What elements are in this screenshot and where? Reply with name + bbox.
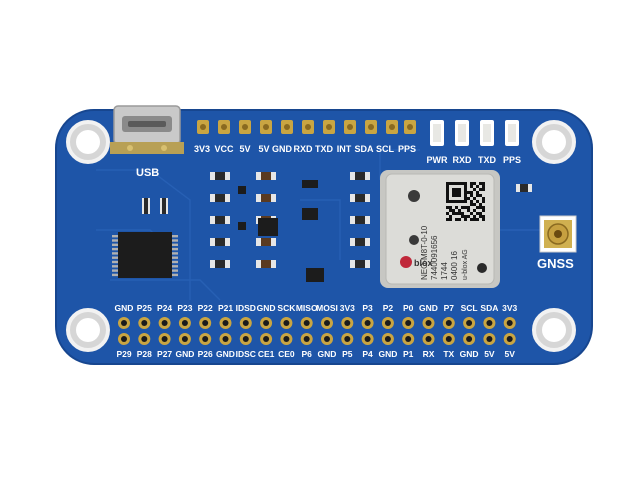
mounting-holes: [66, 120, 576, 352]
top-pin-label: INT: [337, 144, 352, 154]
header-top-label: P24: [157, 303, 172, 313]
header-bottom-label: P5: [342, 349, 353, 359]
header-top-label: GND: [419, 303, 438, 313]
module-model: NEO-M8T-0-10: [420, 225, 429, 280]
header-bottom-label: TX: [443, 349, 454, 359]
top-pin-label: TXD: [315, 144, 334, 154]
led-labels: PWR RXD TXD PPS: [427, 155, 522, 165]
header-bottom-label: CE1: [258, 349, 275, 359]
header-top-label: SCL: [461, 303, 478, 313]
led-label: PWR: [427, 155, 448, 165]
top-pin-label: 5V: [258, 144, 269, 154]
top-pin-label: RXD: [293, 144, 313, 154]
header-top-label: MOSI: [316, 303, 338, 313]
header-bottom-label: GND: [378, 349, 397, 359]
header-bottom-label: RX: [423, 349, 435, 359]
gpio-header-holes: [118, 317, 516, 345]
module-lot: 0400 16: [450, 251, 459, 280]
header-bottom-label: P29: [116, 349, 131, 359]
top-pin-label: 5V: [239, 144, 250, 154]
header-bottom-label: P4: [362, 349, 373, 359]
header-bottom-label: P28: [137, 349, 152, 359]
header-bottom-label: P27: [157, 349, 172, 359]
ublox-logo-icon: [400, 256, 412, 268]
usb-uart-chip: [112, 232, 178, 278]
header-bottom-label: CE0: [278, 349, 295, 359]
header-top-label: SDA: [480, 303, 498, 313]
led-indicators: [430, 120, 519, 146]
header-top-label: P2: [383, 303, 394, 313]
header-bottom-label: GND: [175, 349, 194, 359]
usb-label: USB: [136, 167, 159, 179]
led-label: RXD: [452, 155, 472, 165]
header-bottom-label: 5V: [504, 349, 515, 359]
gnss-module: blox NEO-M8T-0-10 7440091656 1744 0400 1…: [380, 170, 500, 288]
led-label: TXD: [478, 155, 497, 165]
header-bottom-label: P1: [403, 349, 414, 359]
header-top-label: P23: [177, 303, 192, 313]
header-bottom-label: P6: [301, 349, 312, 359]
header-top-label: GND: [115, 303, 134, 313]
top-pin-label: VCC: [214, 144, 234, 154]
header-top-label: 3V3: [502, 303, 517, 313]
header-top-label: P25: [137, 303, 152, 313]
top-pin-label: 3V3: [194, 144, 210, 154]
header-top-label: P0: [403, 303, 414, 313]
module-serial: 7440091656: [430, 235, 439, 280]
smd-components: [142, 172, 532, 282]
module-brand: blox: [414, 258, 433, 268]
top-pin-label: GND: [272, 144, 293, 154]
antenna-connector[interactable]: [539, 215, 577, 253]
header-bottom-label: GND: [460, 349, 479, 359]
led-label: PPS: [503, 155, 521, 165]
header-top-label: P21: [218, 303, 233, 313]
header-top-label: P3: [362, 303, 373, 313]
top-pin-label: PPS: [398, 144, 416, 154]
gnss-label: GNSS: [537, 256, 574, 271]
module-date-code: 1744: [440, 262, 449, 280]
header-top-label: 3V3: [340, 303, 355, 313]
usb-connector[interactable]: [110, 105, 184, 154]
header-top-label: MISO: [296, 303, 318, 313]
pcb-traces: [96, 149, 540, 301]
top-pin-pads: [197, 120, 416, 134]
header-bottom-label: GND: [318, 349, 337, 359]
header-top-label: SCK: [277, 303, 296, 313]
header-bottom-label: GND: [216, 349, 235, 359]
header-top-label: P7: [444, 303, 455, 313]
header-bottom-label: 5V: [484, 349, 495, 359]
top-pin-label: SCL: [376, 144, 395, 154]
header-bottom-label: IDSC: [236, 349, 256, 359]
module-maker: u-blox AG: [462, 249, 469, 280]
header-top-label: GND: [257, 303, 276, 313]
header-top-label: IDSD: [236, 303, 256, 313]
header-bottom-label: P26: [198, 349, 213, 359]
top-pin-label: SDA: [354, 144, 374, 154]
module-qr-code: [446, 182, 485, 221]
header-top-label: P22: [198, 303, 213, 313]
